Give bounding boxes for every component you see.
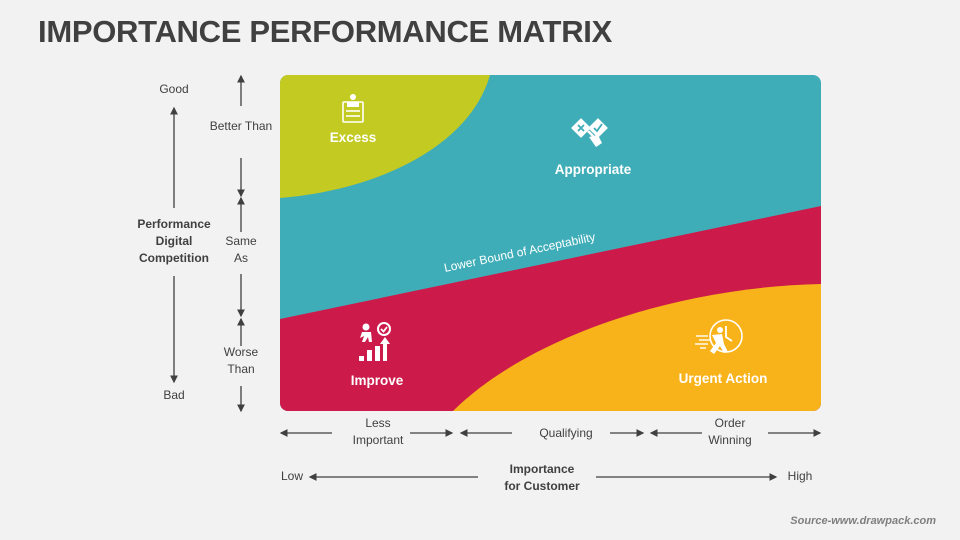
- source-credit: Source-www.drawpack.com: [790, 515, 936, 527]
- person-steps-growth-icon: [359, 322, 391, 361]
- x-axis-right-label: High: [787, 469, 813, 483]
- y-level-better: Better Than: [209, 119, 273, 133]
- x-level-less: Less Important: [352, 416, 404, 447]
- zone-improve-label: Improve: [350, 373, 404, 388]
- y-axis-title: Performance Digital Competition: [137, 217, 211, 265]
- x-axis-title: Importance for Customer: [504, 462, 580, 493]
- y-axis-bottom-label: Bad: [163, 388, 185, 402]
- y-level-worse: Worse Than: [223, 345, 259, 376]
- zone-appropriate-label: Appropriate: [554, 162, 632, 177]
- zone-urgent-bg: [453, 284, 821, 411]
- server-alert-icon: [342, 94, 364, 123]
- y-axis-top-label: Good: [159, 82, 189, 96]
- x-level-qualifying: Qualifying: [539, 426, 593, 440]
- running-clock-icon: [695, 319, 743, 354]
- page-title: IMPORTANCE PERFORMANCE MATRIX: [38, 14, 612, 49]
- zone-excess-label: Excess: [329, 130, 377, 145]
- zone-excess-bg: [280, 75, 490, 198]
- matrix: Lower Bound of Acceptability: [280, 75, 821, 411]
- zone-urgent-label: Urgent Action: [678, 371, 768, 386]
- x-level-order: Order Winning: [708, 416, 752, 447]
- x-axis-left-label: Low: [280, 469, 303, 483]
- y-level-same: Same As: [225, 234, 257, 265]
